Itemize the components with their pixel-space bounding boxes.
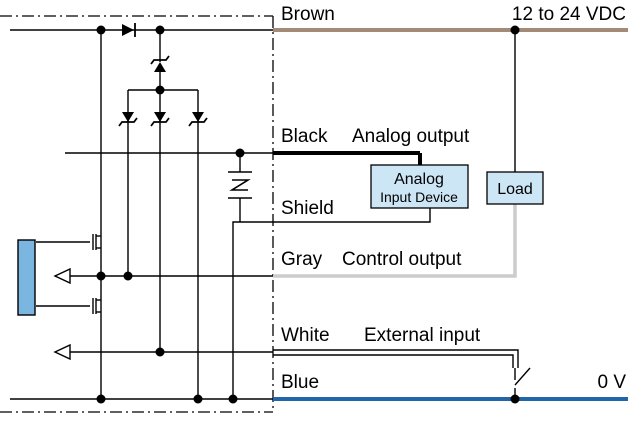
series-diode-icon bbox=[122, 23, 136, 37]
external-input-arrow-icon bbox=[53, 343, 71, 361]
analog-output-label: Analog output bbox=[352, 126, 470, 147]
shield-zener-icon bbox=[228, 171, 252, 199]
zener-diode-right-icon bbox=[188, 112, 208, 127]
blue-label: Blue bbox=[281, 372, 319, 393]
analog-input-device-box bbox=[370, 164, 469, 209]
analog-input-device-label-2: Input Device bbox=[380, 189, 458, 205]
load-box bbox=[486, 171, 544, 205]
zener-diode-mid-icon bbox=[150, 112, 170, 127]
zero-volt-label: 0 V bbox=[597, 372, 626, 393]
sensor-internal-boundary bbox=[0, 15, 274, 413]
black-label: Black bbox=[281, 126, 328, 147]
brown-label: Brown bbox=[281, 4, 335, 25]
shield-label: Shield bbox=[281, 198, 334, 219]
gray-label: Gray bbox=[281, 249, 323, 270]
control-output-arrow-icon bbox=[53, 267, 71, 285]
external-input-label: External input bbox=[364, 325, 481, 346]
gray-wire bbox=[273, 204, 517, 278]
load-label: Load bbox=[497, 181, 533, 198]
supply-voltage-label: 12 to 24 VDC bbox=[512, 4, 626, 25]
sensor-indicator-block bbox=[17, 239, 36, 316]
analog-input-device-label-1: Analog bbox=[394, 171, 444, 188]
zener-diode-left-icon bbox=[118, 112, 138, 127]
white-label: White bbox=[281, 325, 330, 346]
junction-dots bbox=[96, 25, 520, 404]
zener-diode-top-icon bbox=[150, 55, 170, 72]
control-output-label: Control output bbox=[342, 249, 462, 270]
